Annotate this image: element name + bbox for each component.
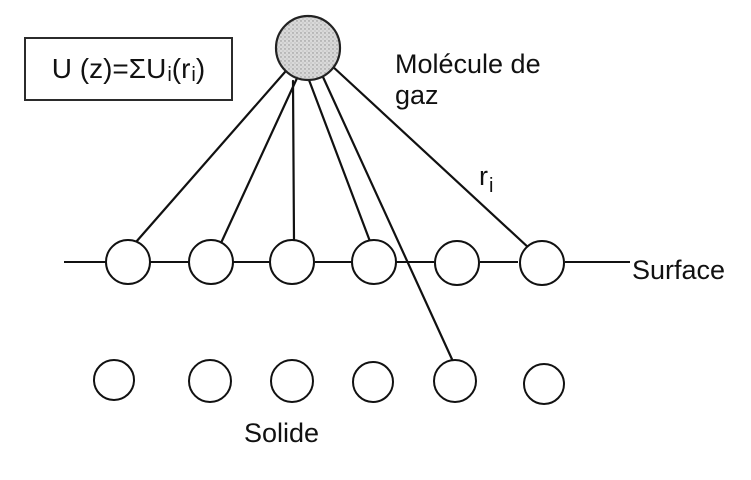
bulk-atom	[352, 361, 394, 403]
interaction-line	[291, 79, 296, 243]
bulk-atom	[433, 359, 477, 403]
molecule-label-line1: Molécule de	[395, 49, 541, 79]
formula-open: (r	[171, 53, 191, 84]
bulk-atom	[523, 363, 565, 405]
molecule-label-line2: gaz	[395, 80, 439, 111]
bulk-atoms	[93, 359, 565, 405]
bulk-atom	[270, 359, 314, 403]
surface-atom	[188, 239, 234, 285]
surface-atom	[519, 240, 565, 286]
distance-label-sub: i	[489, 175, 494, 197]
solid-label: Solide	[244, 418, 320, 448]
surface-atom	[434, 240, 480, 286]
gas-molecule	[274, 14, 342, 82]
surface-atom	[351, 239, 397, 285]
surface-atoms	[105, 239, 565, 286]
formula-main: U (z)=ΣU	[51, 53, 167, 84]
interaction-line	[307, 78, 373, 246]
surface-atom	[269, 239, 315, 285]
formula-close: )	[195, 53, 206, 84]
formula-sub-ri: i	[191, 64, 196, 86]
surface-atom	[105, 239, 151, 285]
interaction-line	[321, 75, 458, 370]
interaction-line	[134, 62, 294, 244]
distance-label-base: r	[479, 161, 488, 191]
surface-label: Surface	[632, 255, 726, 285]
interaction-line	[329, 63, 532, 251]
bulk-atom	[93, 359, 135, 401]
formula-sub-i: i	[167, 64, 172, 86]
molecule-label: Molécule de gaz	[395, 49, 615, 111]
bulk-atom	[188, 359, 232, 403]
distance-label: ri	[479, 161, 493, 197]
interaction-line	[219, 74, 300, 245]
interaction-lines	[134, 62, 532, 370]
